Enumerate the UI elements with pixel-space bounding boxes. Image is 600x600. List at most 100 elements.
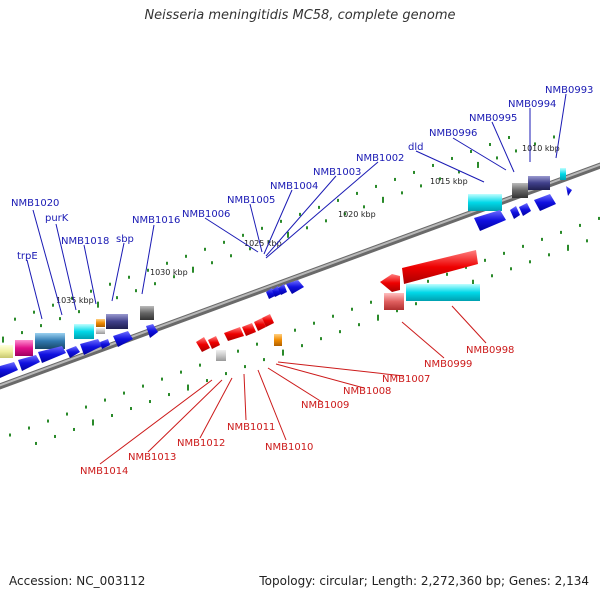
tick-mark <box>472 279 474 286</box>
feature-box[interactable] <box>96 319 105 327</box>
tick-mark <box>199 363 201 367</box>
gene-arrow[interactable] <box>519 203 531 216</box>
gene-arrow[interactable] <box>100 339 110 349</box>
gene-arrow[interactable] <box>474 210 506 231</box>
gene-arrow[interactable] <box>113 331 133 347</box>
feature-box[interactable] <box>560 168 566 180</box>
feature-box[interactable] <box>528 176 550 190</box>
tick-mark <box>282 349 284 356</box>
gene-label[interactable]: NMB1003 <box>313 167 361 178</box>
feature-box[interactable] <box>406 284 480 301</box>
feature-box[interactable] <box>384 293 404 310</box>
gene-label[interactable]: NMB1013 <box>128 452 176 463</box>
tick-mark <box>92 419 94 426</box>
top-gene-labels: NMB0993 NMB0994 NMB0995 NMB0996 dld NMB1… <box>11 85 593 262</box>
gene-arrow[interactable] <box>242 323 256 336</box>
position-label: 1010 kbp <box>522 144 560 153</box>
gene-arrow[interactable] <box>510 206 520 219</box>
feature-box[interactable] <box>74 324 94 339</box>
tick-mark <box>377 314 379 321</box>
gene-label[interactable]: NMB1002 <box>356 153 404 164</box>
tick-mark <box>458 170 460 174</box>
gene-label[interactable]: NMB1006 <box>182 209 230 220</box>
tick-mark <box>541 237 543 241</box>
tick-mark <box>256 342 258 346</box>
feature-box[interactable] <box>35 333 65 349</box>
gene-label[interactable]: trpE <box>17 251 38 262</box>
gene-arrow[interactable] <box>38 346 66 363</box>
tick-mark <box>40 324 42 328</box>
feature-box[interactable] <box>106 314 128 329</box>
tick-mark <box>225 372 227 376</box>
tick-mark <box>394 177 396 181</box>
feature-box[interactable] <box>512 183 528 198</box>
gene-label[interactable]: NMB1007 <box>382 374 430 385</box>
gene-label[interactable]: NMB1010 <box>265 442 313 453</box>
gene-label[interactable]: NMB1004 <box>270 181 318 192</box>
gene-label[interactable]: NMB1008 <box>343 386 391 397</box>
tick-mark <box>337 198 339 202</box>
feature-box[interactable] <box>96 328 105 334</box>
gene-label[interactable]: NMB1012 <box>177 438 225 449</box>
gene-label[interactable]: NMB1005 <box>227 195 275 206</box>
gene-label[interactable]: NMB0999 <box>424 359 472 370</box>
tick-mark <box>149 400 151 404</box>
gene-arrow[interactable] <box>534 194 556 211</box>
gene-label[interactable]: purK <box>45 213 69 224</box>
feature-box[interactable] <box>274 334 282 346</box>
gene-arrow[interactable] <box>0 362 18 378</box>
gene-arrow[interactable] <box>254 318 266 331</box>
bottom-label-leaders <box>99 305 487 465</box>
gene-label[interactable]: NMB1011 <box>227 422 275 433</box>
feature-box[interactable] <box>216 350 226 361</box>
feature-box[interactable] <box>0 345 13 358</box>
gene-arrow[interactable] <box>286 280 304 294</box>
feature-box[interactable] <box>140 306 154 320</box>
gene-arrow[interactable] <box>262 314 274 327</box>
gene-label[interactable]: NMB0993 <box>545 85 593 96</box>
position-label: 1035 kbp <box>56 296 94 305</box>
tick-mark <box>586 239 588 243</box>
gene-arrow[interactable] <box>566 186 572 196</box>
gene-label[interactable]: NMB1020 <box>11 198 59 209</box>
gene-arrow[interactable] <box>146 324 158 338</box>
gene-arrow[interactable] <box>18 355 40 371</box>
tick-mark <box>553 135 555 139</box>
gene-label[interactable]: NMB1016 <box>132 215 180 226</box>
position-label: 1025 kbp <box>244 239 282 248</box>
tick-mark <box>280 219 282 223</box>
gene-arrow[interactable] <box>402 250 478 284</box>
position-label: 1020 kbp <box>338 210 376 219</box>
gene-label[interactable]: NMB1018 <box>61 236 109 247</box>
gene-arrow[interactable] <box>380 274 400 292</box>
tick-mark <box>111 414 113 418</box>
position-label: 1030 kbp <box>150 268 188 277</box>
tick-mark <box>73 427 75 431</box>
feature-box[interactable] <box>468 194 502 211</box>
gene-label[interactable]: NMB1009 <box>301 400 349 411</box>
gene-label[interactable]: NMB0996 <box>429 128 477 139</box>
gene-label[interactable]: dld <box>408 142 423 153</box>
tick-mark <box>123 391 125 395</box>
gene-arrow[interactable] <box>66 346 80 358</box>
tick-mark <box>325 219 327 223</box>
tick-mark <box>491 274 493 278</box>
gene-label[interactable]: NMB0994 <box>508 99 556 110</box>
gene-label[interactable]: sbp <box>116 234 134 245</box>
bottom-gene-labels: NMB0998 NMB0999 NMB1007 NMB1008 NMB1009 … <box>80 345 514 477</box>
gene-label[interactable]: NMB1014 <box>80 466 128 477</box>
gene-arrow[interactable] <box>208 336 220 349</box>
tick-mark <box>318 205 320 209</box>
feature-box[interactable] <box>15 340 33 356</box>
tick-mark <box>306 226 308 230</box>
gene-label[interactable]: NMB0995 <box>469 113 517 124</box>
tick-mark <box>356 191 358 195</box>
gene-arrow[interactable] <box>224 327 244 341</box>
tick-mark <box>161 377 163 381</box>
gene-label[interactable]: NMB0998 <box>466 345 514 356</box>
tick-mark <box>339 330 341 334</box>
gene-arrow[interactable] <box>196 337 210 352</box>
gene-arrow[interactable] <box>80 339 102 355</box>
gene-arrow[interactable] <box>278 284 287 295</box>
tick-mark <box>287 231 289 238</box>
